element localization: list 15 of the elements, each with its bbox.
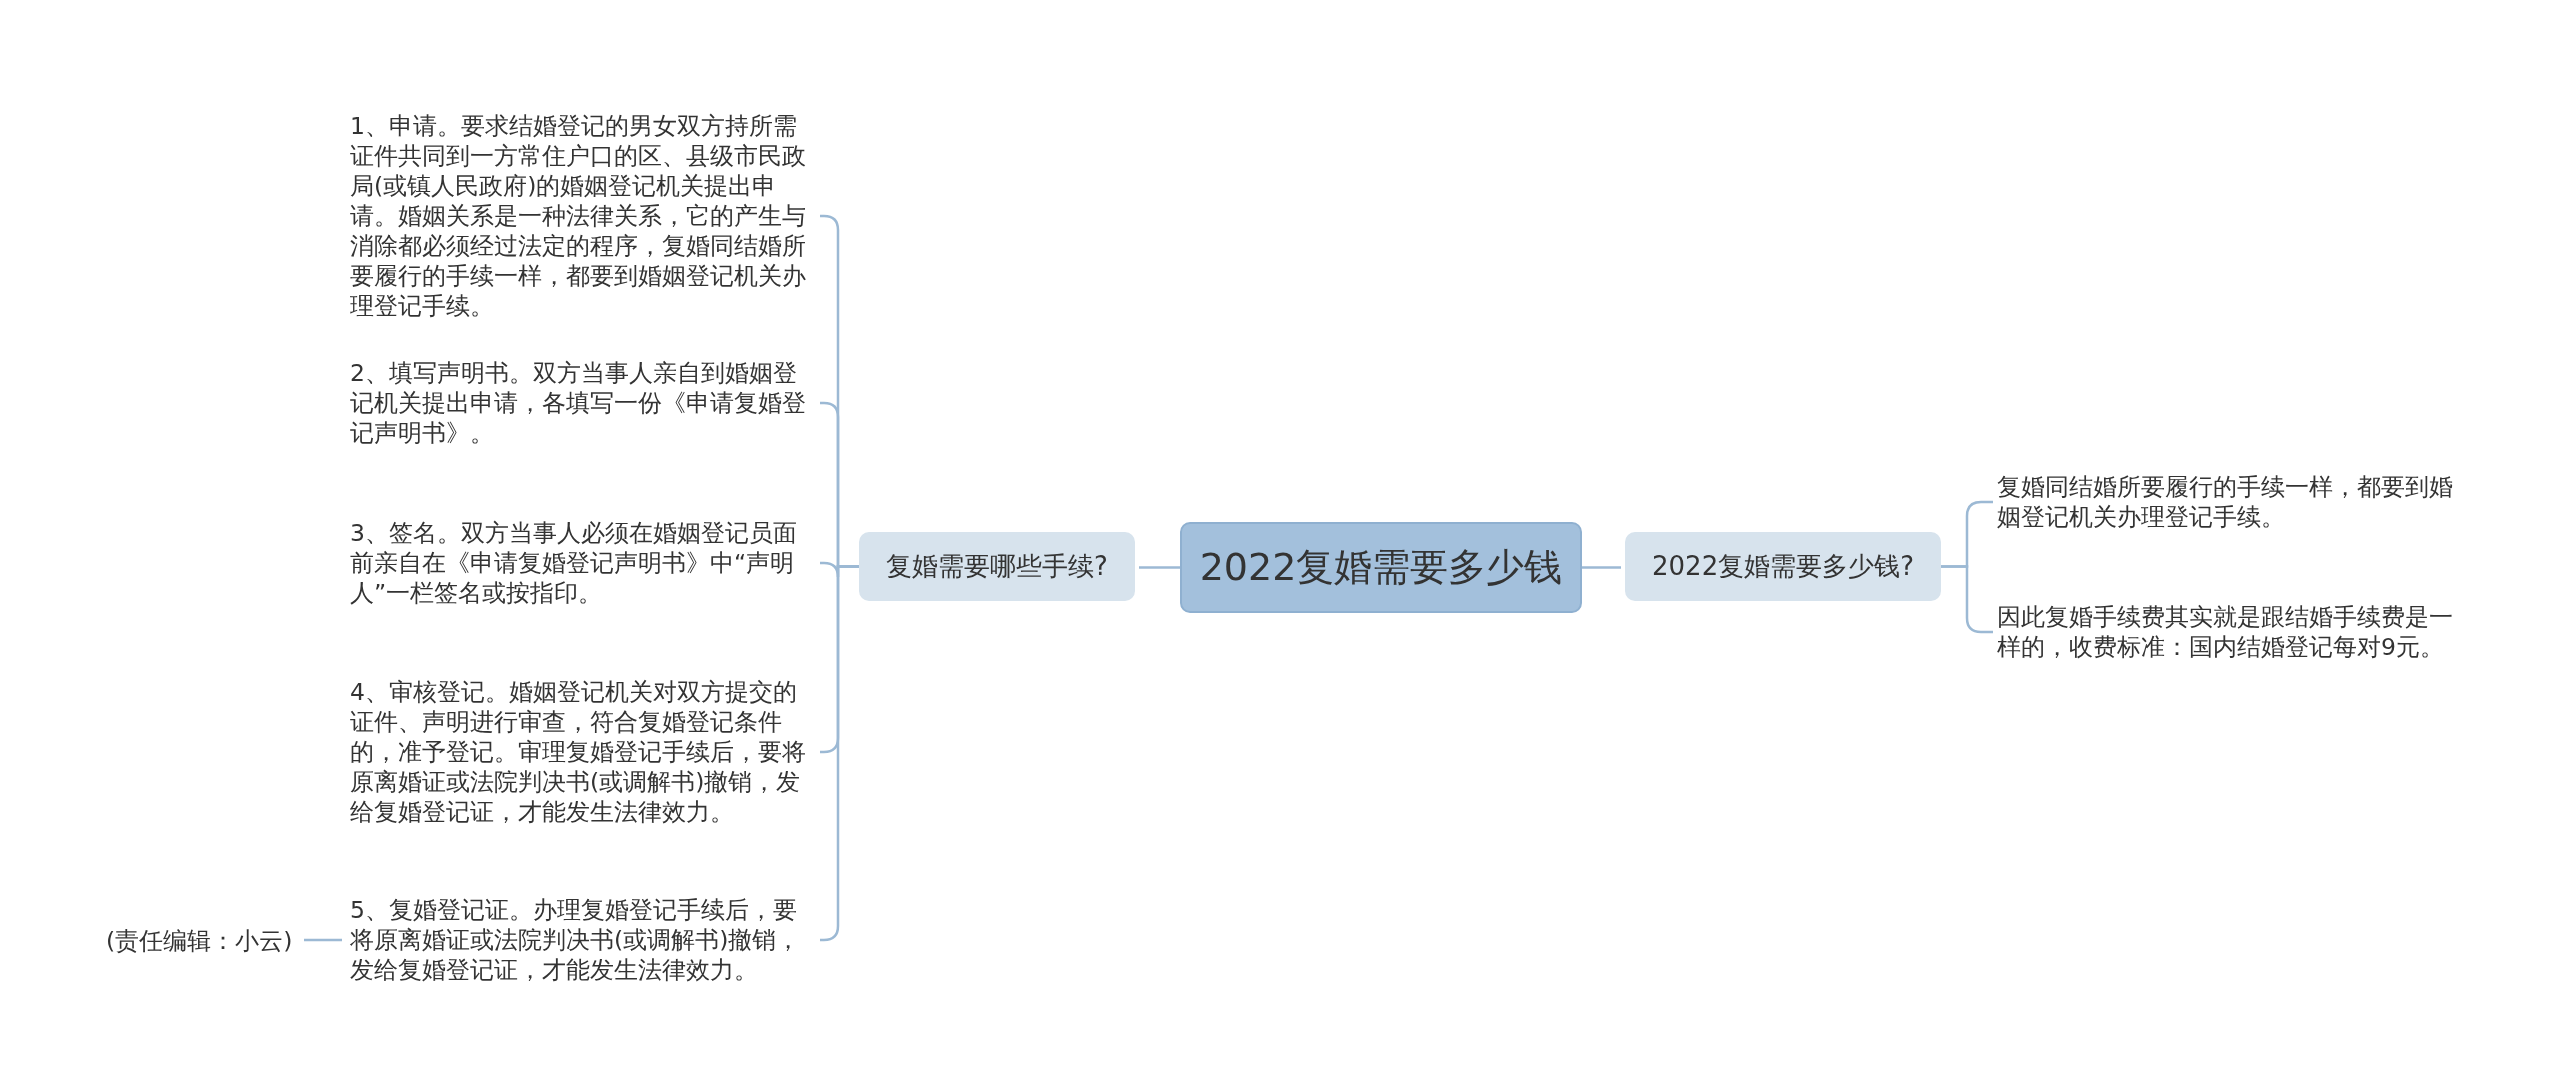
connector-line — [1139, 566, 1180, 569]
topic-box: 复婚需要哪些手续? — [859, 532, 1135, 601]
note-text: 3、签名。双方当事人必须在婚姻登记员面前亲自在《申请复婚登记声明书》中“声明人”一栏签名或按指印。 — [350, 518, 816, 608]
connector-line — [304, 938, 342, 942]
note-text: (责任编辑：小云) — [106, 926, 293, 956]
connector-line — [820, 565, 859, 942]
note-text: 4、审核登记。婚姻登记机关对双方提交的证件、声明进行审查，符合复婚登记条件的，准予登记。审理复婚登记手续后，要将原离婚证或法院判决书(或调解书)撤销，发给复婚登记证，才能发生法律效力。 — [350, 677, 816, 827]
connector-line — [1582, 566, 1621, 569]
note-text: 复婚同结婚所要履行的手续一样，都要到婚姻登记机关办理登记手续。 — [1997, 472, 2455, 532]
note-text: 5、复婚登记证。办理复婚登记手续后，要将原离婚证或法院判决书(或调解书)撤销，发给复婚登记证，才能发生法律效力。 — [350, 895, 816, 985]
topic-box: 2022复婚需要多少钱? — [1625, 532, 1941, 601]
central-topic-box: 2022复婚需要多少钱 — [1180, 522, 1582, 613]
note-text: 2、填写声明书。双方当事人亲自到婚姻登记机关提出申请，各填写一份《申请复婚登记声明书》。 — [350, 358, 816, 448]
note-text: 1、申请。要求结婚登记的男女双方持所需证件共同到一方常住户口的区、县级市民政局(或镇人民政府)的婚姻登记机关提出申请。婚姻关系是一种法律关系，它的产生与消除都必须经过法定的程序，复婚同结婚所要履行的手续一样，都要到婚姻登记机关办理登记手续。 — [350, 111, 816, 321]
note-text: 因此复婚手续费其实就是跟结婚手续费是一样的，收费标准：国内结婚登记每对9元。 — [1997, 602, 2455, 662]
